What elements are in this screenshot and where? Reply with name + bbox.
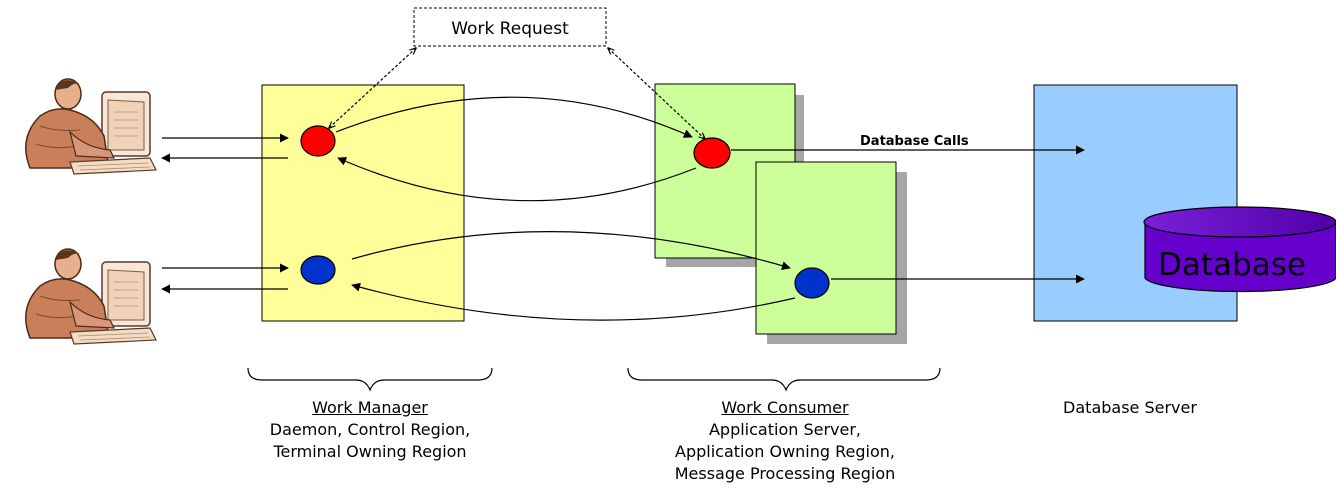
work-consumer-brace xyxy=(627,367,941,392)
work-consumer-line: Message Processing Region xyxy=(674,464,896,483)
work-consumer-box-front xyxy=(755,161,897,335)
work-manager-title: Work Manager xyxy=(312,398,428,417)
work-consumer-caption: Work Consumer Application Server, Applic… xyxy=(620,397,950,485)
request-to-consumer-arrow xyxy=(335,96,693,138)
database-server-title: Database Server xyxy=(1063,398,1197,417)
work-consumer-title: Work Consumer xyxy=(721,398,849,417)
work-manager-caption: Work Manager Daemon, Control Region, Ter… xyxy=(220,397,520,463)
work-consumer-line: Application Owning Region, xyxy=(675,442,895,461)
work-request-link-consumer xyxy=(608,48,705,139)
work-request-box xyxy=(413,7,607,47)
database-label: Database xyxy=(1158,247,1306,283)
work-request-label: Work Request xyxy=(451,19,569,39)
reply-dot-consumer xyxy=(794,267,830,299)
work-manager-line: Terminal Owning Region xyxy=(273,442,467,461)
work-manager-box xyxy=(261,84,465,322)
reply-from-consumer-arrow xyxy=(337,157,697,202)
database-server-caption: Database Server xyxy=(1040,397,1220,419)
request-dot-manager xyxy=(300,125,336,157)
request-to-consumer-arrow-2 xyxy=(351,231,791,271)
reply-from-consumer-arrow-2 xyxy=(351,282,796,321)
work-manager-brace xyxy=(247,367,493,392)
reply-dot-manager xyxy=(300,255,336,285)
request-dot-consumer xyxy=(693,137,731,169)
user-at-terminal-icon xyxy=(25,248,157,345)
work-consumer-line: Application Server, xyxy=(708,420,862,439)
work-manager-line: Daemon, Control Region, xyxy=(269,420,471,439)
database-cylinder: Database xyxy=(1143,206,1336,293)
database-calls-label: Database Calls xyxy=(860,134,969,149)
user-at-terminal-icon xyxy=(25,78,157,175)
